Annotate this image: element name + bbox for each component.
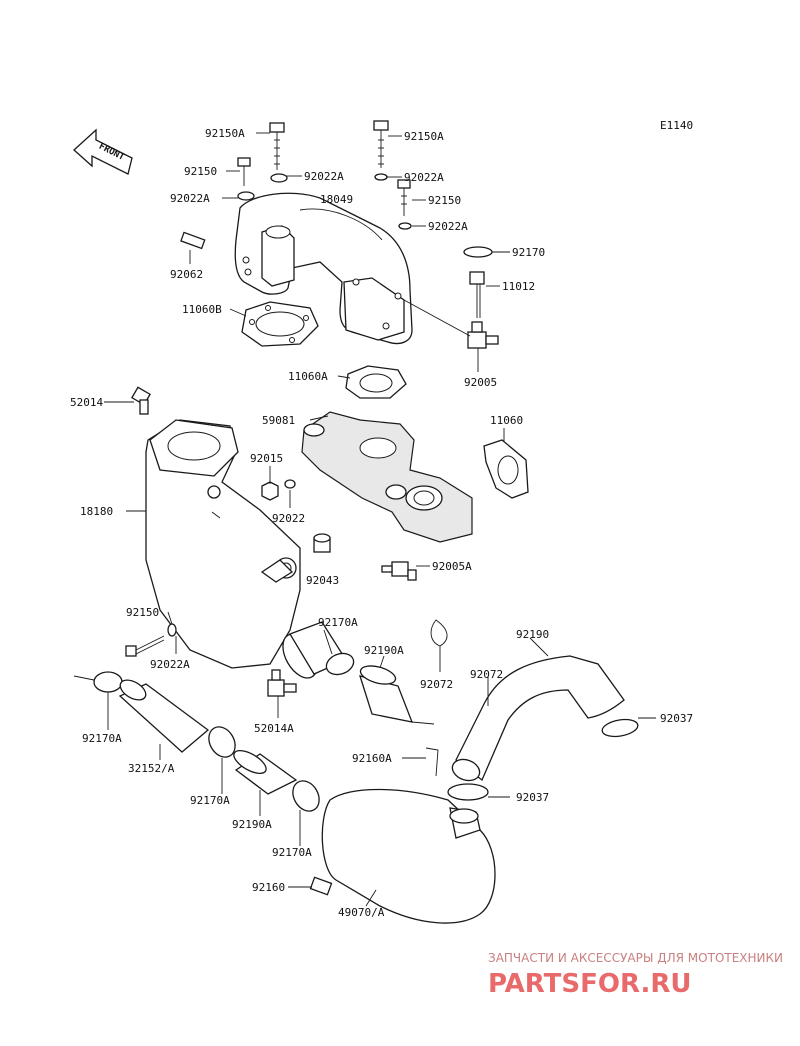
washer-92022A-5 — [167, 623, 177, 637]
callout-92190A-upper: 92190A — [364, 644, 404, 657]
callout-92062: 92062 — [170, 268, 203, 281]
clamp-92170A-1 — [325, 652, 355, 676]
hose-92190A-lower — [233, 749, 298, 795]
hose-92190A-upper — [359, 665, 414, 723]
pipe-32152A — [118, 679, 210, 753]
callout-92022A-3: 92022A — [170, 192, 210, 205]
callout-92022: 92022 — [272, 512, 305, 525]
leader-lines — [104, 132, 656, 907]
elbow-fitting-92005 — [467, 321, 499, 349]
callout-52014: 52014 — [70, 396, 103, 409]
callout-92037-upper: 92037 — [660, 712, 693, 725]
callout-92190: 92190 — [516, 628, 549, 641]
callout-92150A-right: 92150A — [404, 130, 444, 143]
water-jacket-59081 — [301, 411, 473, 543]
fitting-52014 — [131, 386, 151, 415]
washer-92022A-1 — [270, 173, 288, 183]
callout-92037-lower: 92037 — [516, 791, 549, 804]
tail-pipe-92190 — [451, 655, 625, 782]
muffler-49070A — [321, 788, 496, 924]
clamp-92037-1 — [601, 718, 639, 738]
bolt-92150-left — [237, 157, 251, 186]
clamp-92170A-4 — [292, 780, 320, 812]
callout-92170A-1: 92170A — [318, 616, 358, 629]
callout-92022A-5: 92022A — [150, 658, 190, 671]
washer-92022A-3 — [237, 191, 255, 201]
front-arrow-icon: FRONT — [73, 128, 133, 175]
watermark: ЗАПЧАСТИ И АКСЕССУАРЫ ДЛЯ МОТОТЕХНИКИ PA… — [488, 951, 783, 999]
bolt-92150A-left — [269, 122, 285, 170]
callout-92022A-2: 92022A — [404, 171, 444, 184]
expansion-chamber-18180 — [145, 419, 301, 669]
bolt-92150-right — [397, 179, 411, 216]
washer-92022 — [284, 479, 296, 489]
callout-92170A-3: 92170A — [190, 794, 230, 807]
bolt-92150-lower — [125, 635, 165, 657]
callout-59081: 59081 — [262, 414, 295, 427]
callout-92160A: 92160A — [352, 752, 392, 765]
callout-labels: 92150A 92150A 92150 92022A 92022A 92022A… — [70, 127, 693, 919]
gasket-11060A — [345, 365, 407, 399]
clamp-92170A-3 — [208, 726, 236, 758]
callout-92150-lower: 92150 — [126, 606, 159, 619]
callout-92160: 92160 — [252, 881, 285, 894]
washer-92022A-2 — [374, 173, 388, 181]
callout-92005: 92005 — [464, 376, 497, 389]
callout-49070A: 49070/A — [338, 906, 385, 919]
callout-92150-right: 92150 — [428, 194, 461, 207]
exhaust-manifold — [234, 192, 413, 345]
clamp-92037-2 — [447, 783, 489, 801]
callout-92015: 92015 — [250, 452, 283, 465]
tube-11012 — [469, 271, 485, 318]
washer-92022A-4 — [398, 222, 412, 230]
fitting-92005A — [381, 561, 417, 581]
watermark-brand: PARTSFOR.RU — [488, 969, 691, 999]
callout-11060A: 11060A — [288, 370, 328, 383]
fitting-52014A — [267, 669, 297, 697]
callout-32152A: 32152/A — [128, 762, 175, 775]
callout-92170A-2: 92170A — [82, 732, 122, 745]
clip-92072-1 — [430, 619, 448, 647]
callout-92005A: 92005A — [432, 560, 472, 573]
watermark-tagline: ЗАПЧАСТИ И АКСЕССУАРЫ ДЛЯ МОТОТЕХНИКИ — [488, 951, 783, 965]
callout-92170A-4: 92170A — [272, 846, 312, 859]
callout-92190A-lower: 92190A — [232, 818, 272, 831]
spacer-92043 — [313, 533, 331, 553]
stud-92062 — [180, 231, 206, 250]
callout-52014A: 52014A — [254, 722, 294, 735]
callout-92043: 92043 — [306, 574, 339, 587]
gasket-11060B — [241, 301, 319, 347]
bolt-92150A-right — [373, 120, 389, 168]
callout-92150A-left: 92150A — [205, 127, 245, 140]
callout-92022A-4: 92022A — [428, 220, 468, 233]
gasket-11060 — [483, 439, 529, 499]
callout-92022A-1: 92022A — [304, 170, 344, 183]
pad-92160 — [309, 876, 333, 896]
callout-92072-left: 92072 — [420, 678, 453, 691]
nut-92015 — [261, 481, 279, 501]
diagram-code: E1140 — [660, 119, 693, 132]
callout-92150-left: 92150 — [184, 165, 217, 178]
gasket-92160A — [425, 747, 439, 777]
callout-18180: 18180 — [80, 505, 113, 518]
callout-18049: 18049 — [320, 193, 353, 206]
callout-11060B: 11060B — [182, 303, 222, 316]
callout-11060: 11060 — [490, 414, 523, 427]
callout-92072-right: 92072 — [470, 668, 503, 681]
callout-92170: 92170 — [512, 246, 545, 259]
clamp-92170A-2 — [93, 671, 123, 693]
clamp-92170 — [463, 246, 493, 258]
callout-11012: 11012 — [502, 280, 535, 293]
